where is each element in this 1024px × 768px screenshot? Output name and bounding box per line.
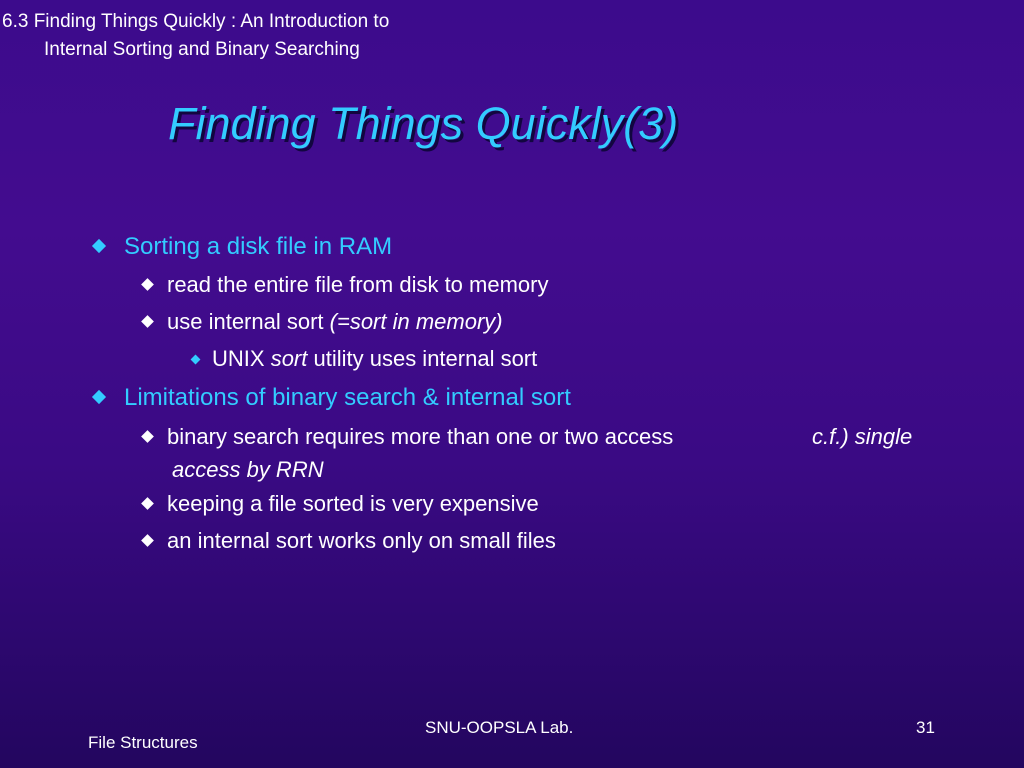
- bullet-text: Sorting a disk file in RAM: [124, 233, 393, 260]
- utility-text: utility uses internal sort: [307, 346, 538, 371]
- subbullet-text: keeping a file sorted is very expensive: [167, 491, 539, 516]
- subbullet-read-entire-file: read the entire file from disk to memory: [140, 272, 548, 298]
- cf-note-continuation: access by RRN: [172, 457, 324, 482]
- cf-note: c.f.) single: [812, 424, 913, 449]
- subbullet-text-italic: (=sort in memory): [329, 309, 503, 334]
- unix-text: UNIX: [212, 346, 271, 371]
- subbullet-small-files: an internal sort works only on small fil…: [140, 528, 556, 554]
- bullet-sorting-disk-file: Sorting a disk file in RAM: [90, 233, 392, 261]
- diamond-bullet-icon: [141, 430, 154, 443]
- subsubbullet-text: UNIX sort utility uses internal sort: [212, 346, 537, 372]
- diamond-bullet-icon: [190, 354, 201, 365]
- bullet-limitations: Limitations of binary search & internal …: [90, 384, 571, 412]
- subbullet-use-internal-sort: use internal sort (=sort in memory): [140, 309, 503, 335]
- diamond-bullet-icon: [141, 315, 154, 328]
- subbullet-binary-search-access: binary search requires more than one or …: [140, 424, 673, 450]
- subbullet-text: use internal sort (=sort in memory): [167, 309, 503, 335]
- footer-lab-name: SNU-OOPSLA Lab.: [425, 718, 574, 737]
- subbullet-text-plain: use internal sort: [167, 309, 330, 334]
- subbullet-text: read the entire file from disk to memory: [167, 272, 549, 297]
- slide-title: Finding Things Quickly(3): [168, 98, 679, 149]
- diamond-bullet-icon: [91, 389, 107, 405]
- section-header-line2: Internal Sorting and Binary Searching: [44, 39, 360, 60]
- diamond-bullet-icon: [141, 278, 154, 291]
- diamond-bullet-icon: [141, 534, 154, 547]
- section-header-line1: 6.3 Finding Things Quickly : An Introduc…: [2, 11, 390, 32]
- bullet-text: Limitations of binary search & internal …: [124, 384, 571, 411]
- subsubbullet-unix-sort: UNIX sort utility uses internal sort: [190, 346, 537, 372]
- subbullet-text: an internal sort works only on small fil…: [167, 528, 556, 553]
- diamond-bullet-icon: [141, 497, 154, 510]
- diamond-bullet-icon: [91, 238, 107, 254]
- sort-text-italic: sort: [270, 346, 308, 371]
- footer-course-name: File Structures: [88, 733, 198, 752]
- subbullet-keeping-sorted: keeping a file sorted is very expensive: [140, 491, 539, 517]
- footer-page-number: 31: [916, 718, 935, 737]
- subbullet-text: binary search requires more than one or …: [167, 424, 674, 449]
- section-header: 6.3 Finding Things Quickly : An Introduc…: [0, 8, 520, 64]
